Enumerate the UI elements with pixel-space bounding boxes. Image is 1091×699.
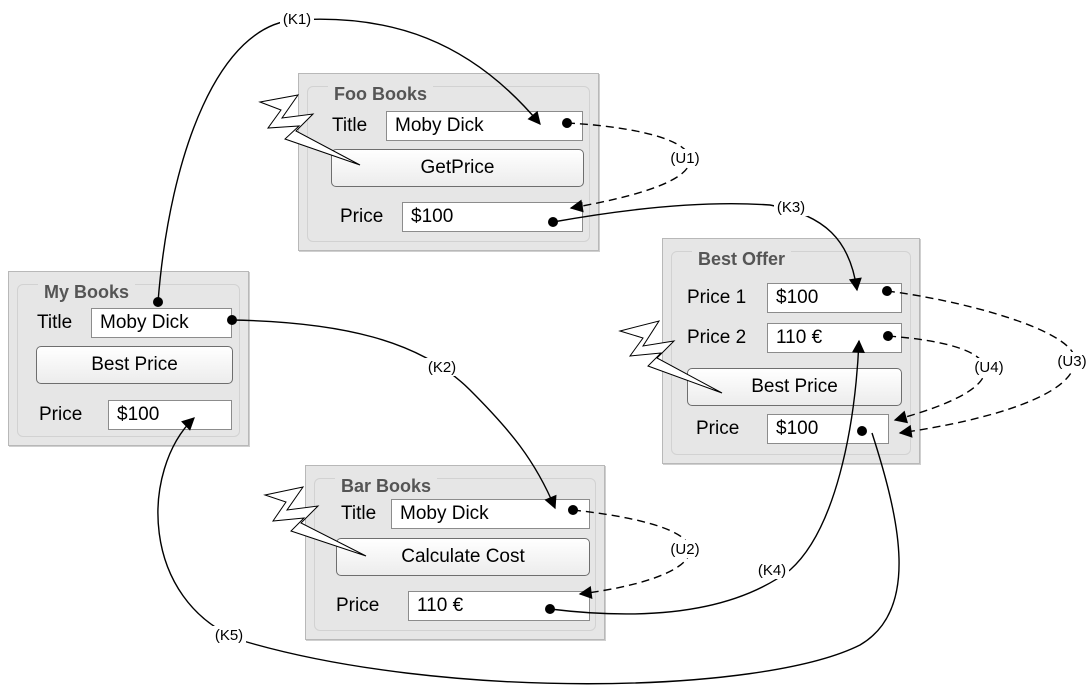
bar-title-label: Title <box>341 503 377 524</box>
edge-label-k2: (K2) <box>428 359 456 376</box>
my-price-field[interactable]: $100 <box>108 400 232 430</box>
best-price-field[interactable]: $100 <box>767 414 889 444</box>
foo-price-label: Price <box>340 206 384 227</box>
best-offer-group: Best Offer <box>671 250 911 455</box>
my-price-label: Price <box>39 404 83 425</box>
best-offer-window: Best Offer Price 1 $100 Price 2 110 € Be… <box>662 238 920 464</box>
best-price-button[interactable]: Best Price <box>687 368 902 406</box>
edge-k3 <box>552 202 862 292</box>
best-price2-field[interactable]: 110 € <box>767 323 902 353</box>
my-books-window: My Books Title Moby Dick Best Price Pric… <box>8 271 249 446</box>
my-title-label: Title <box>37 312 73 333</box>
best-offer-title: Best Offer <box>692 250 792 268</box>
endpoint-dot <box>857 426 867 436</box>
lightning-icon-best <box>618 320 723 394</box>
edge-label-u4: (U4) <box>974 359 1003 376</box>
endpoint-dot <box>227 315 237 325</box>
foo-books-title: Foo Books <box>328 85 433 103</box>
edge-u4 <box>887 335 986 424</box>
bar-books-title: Bar Books <box>335 477 438 495</box>
edge-u2 <box>572 509 691 599</box>
foo-title-label: Title <box>332 115 368 136</box>
best-price1-label: Price 1 <box>687 287 747 308</box>
best-price-label: Price <box>696 418 740 439</box>
best-price2-label: Price 2 <box>687 327 747 348</box>
foo-books-group: Foo Books <box>307 85 590 242</box>
endpoint-dot <box>883 331 893 341</box>
endpoint-dot <box>153 297 163 307</box>
edge-k5 <box>157 417 900 685</box>
edge-label-u2: (U2) <box>670 541 699 558</box>
edge-label-k1: (K1) <box>283 11 311 28</box>
edge-label-k3: (K3) <box>777 199 805 216</box>
my-books-group: My Books <box>17 283 240 437</box>
my-title-field[interactable]: Moby Dick <box>91 308 232 338</box>
endpoint-dot <box>548 217 558 227</box>
endpoint-dot <box>882 286 892 296</box>
edge-k4 <box>549 339 865 615</box>
my-books-title: My Books <box>38 283 136 301</box>
bar-books-group: Bar Books <box>314 477 596 631</box>
best-price1-field[interactable]: $100 <box>767 283 902 313</box>
bar-price-field[interactable]: 110 € <box>408 591 590 621</box>
bar-calculate-cost-button[interactable]: Calculate Cost <box>336 538 590 576</box>
edge-k2 <box>231 319 557 510</box>
bar-price-label: Price <box>336 595 380 616</box>
bar-title-field[interactable]: Moby Dick <box>391 499 590 529</box>
foo-books-window: Foo Books Title Moby Dick GetPrice Price… <box>298 73 599 251</box>
endpoint-dot <box>562 118 572 128</box>
my-best-price-button[interactable]: Best Price <box>36 346 233 384</box>
edge-label-k5: (K5) <box>215 627 243 644</box>
foo-title-field[interactable]: Moby Dick <box>386 111 583 141</box>
lightning-icon-bar <box>263 486 367 557</box>
edge-label-u3: (U3) <box>1057 353 1086 370</box>
endpoint-dot <box>545 604 555 614</box>
lightning-icon-foo <box>258 94 361 166</box>
edge-label-k4: (K4) <box>758 562 786 579</box>
endpoint-dot <box>568 505 578 515</box>
edge-label-u1: (U1) <box>670 150 699 167</box>
foo-price-field[interactable]: $100 <box>402 202 583 232</box>
foo-getprice-button[interactable]: GetPrice <box>331 149 584 187</box>
